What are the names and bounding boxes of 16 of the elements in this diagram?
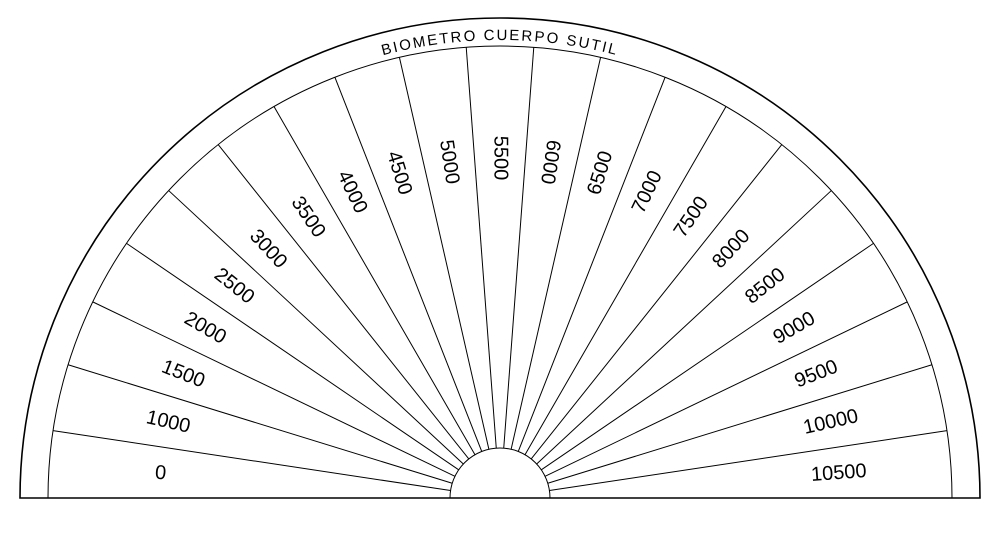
scale-value: 10500 — [810, 460, 868, 485]
scale-value: 0 — [154, 462, 168, 483]
scale-value: 9500 — [792, 356, 841, 392]
scale-value: 9000 — [770, 308, 818, 348]
scale-value: 6500 — [584, 148, 616, 198]
scale-value: 7000 — [628, 167, 666, 216]
scale-value: 4500 — [383, 148, 416, 198]
title: BIOMETRO CUERPO SUTIL — [380, 26, 620, 60]
scale-value: 5500 — [490, 136, 510, 180]
scale-value: 6000 — [537, 138, 564, 186]
scale-value: 1500 — [158, 356, 208, 392]
scale-value: 5000 — [436, 138, 462, 186]
scale-value: 1000 — [144, 408, 192, 438]
scale-value: 10000 — [802, 406, 861, 438]
scale-value: 2000 — [181, 308, 230, 348]
scale-value: 4000 — [334, 167, 371, 216]
